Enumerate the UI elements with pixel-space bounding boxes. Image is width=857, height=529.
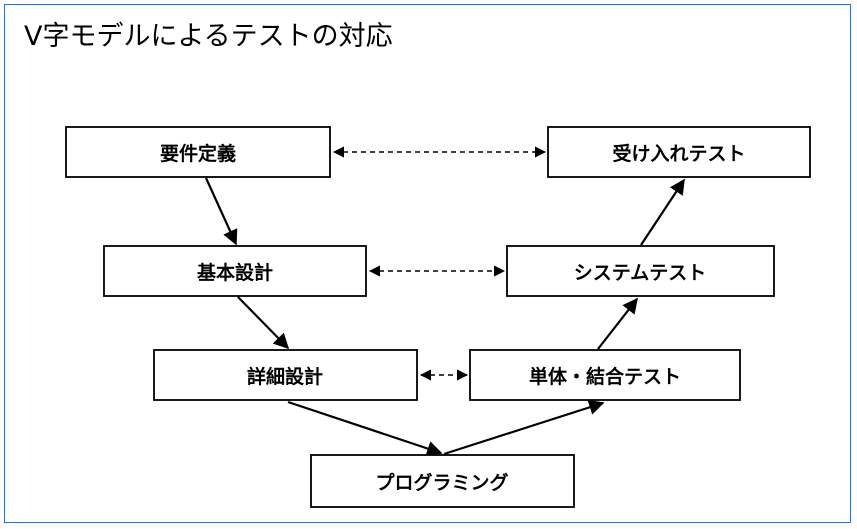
box-detailed-design-label: 詳細設計	[247, 365, 323, 388]
box-unit-integration-test-label: 単体・結合テスト	[529, 365, 681, 388]
box-unit-integration-test: 単体・結合テスト	[469, 349, 741, 401]
box-system-test-label: システムテスト	[574, 262, 706, 284]
box-acceptance-test-label: 受け入れテスト	[612, 142, 745, 165]
box-requirements: 要件定義	[65, 126, 331, 178]
box-basic-design: 基本設計	[103, 245, 367, 297]
box-acceptance-test: 受け入れテスト	[547, 126, 811, 178]
box-requirements-label: 要件定義	[160, 142, 236, 165]
arrow-system-test-to-acceptance-test	[640, 178, 685, 246]
arrow-unit-integration-test-to-system-test	[597, 297, 638, 350]
diagram-title: V字モデルによるテストの対応	[24, 21, 393, 52]
arrow-detailed-design-to-programming	[287, 400, 443, 456]
box-programming: プログラミング	[310, 454, 575, 508]
arrow-basic-design-to-detailed-design	[237, 296, 290, 350]
arrow-programming-to-unit-integration-test	[443, 399, 605, 456]
box-basic-design-label: 基本設計	[196, 261, 273, 284]
arrow-requirements-to-basic-design	[204, 177, 238, 246]
box-detailed-design: 詳細設計	[153, 349, 418, 401]
box-programming-label: プログラミング	[375, 471, 508, 494]
box-system-test: システムテスト	[506, 245, 775, 297]
